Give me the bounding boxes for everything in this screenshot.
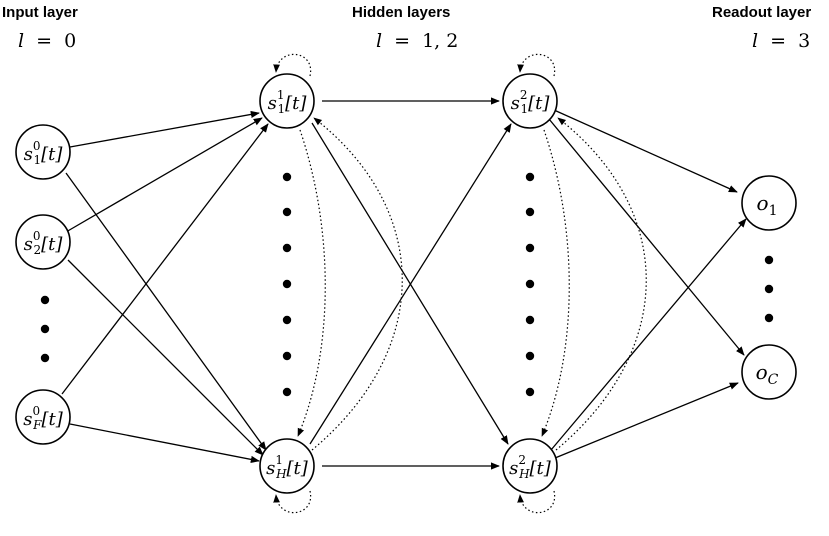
hidden-layers-title: Hidden layers bbox=[352, 4, 450, 21]
readout-layer-index: l = 3 bbox=[752, 30, 810, 52]
readout-layer-title: Readout layer bbox=[712, 4, 811, 21]
input-layer-title: Input layer bbox=[2, 4, 78, 21]
edge-h2_H-oC bbox=[554, 382, 739, 459]
svg-text:s01[t]: s01[t] bbox=[24, 139, 64, 167]
edge-in2-h1_H bbox=[67, 259, 264, 456]
hidden-layers-index: l = 1, 2 bbox=[376, 30, 458, 52]
svg-text:s02[t]: s02[t] bbox=[24, 229, 64, 257]
svg-text:o1: o1 bbox=[757, 191, 778, 219]
self-loop-h1_H bbox=[273, 490, 312, 514]
recurrent-connections bbox=[273, 53, 647, 514]
self-loop-h2_1 bbox=[517, 53, 556, 77]
self-loop-h2_H bbox=[517, 490, 556, 514]
self-loop-h1_1 bbox=[273, 53, 312, 77]
feedforward-connections bbox=[61, 97, 747, 470]
ellipsis-hidden-1 bbox=[282, 172, 292, 397]
edge-h2_1-oC bbox=[548, 118, 745, 356]
edge-in2-h1_1 bbox=[65, 117, 263, 233]
rec-h1_H-to-h1_1 bbox=[311, 117, 403, 451]
rec-h2_H-to-h2_1 bbox=[555, 117, 647, 451]
svg-text:s11[t]: s11[t] bbox=[268, 88, 308, 116]
edge-in1-h1_H bbox=[65, 172, 267, 451]
ellipsis-hidden-2 bbox=[525, 172, 535, 397]
edge-h2_H-o1 bbox=[550, 218, 747, 451]
edge-h1_1-h2_H bbox=[311, 122, 509, 445]
svg-text:oC: oC bbox=[756, 360, 779, 388]
svg-text:s2H[t]: s2H[t] bbox=[509, 453, 552, 481]
edge-in1-h1_1 bbox=[69, 110, 260, 148]
readout-neuron-1: o1 bbox=[741, 175, 797, 231]
readout-neuron-C: oC bbox=[741, 344, 797, 400]
edge-h2_1-o1 bbox=[553, 109, 738, 193]
edge-h1_H-h2_1 bbox=[309, 123, 512, 445]
rec-h2_1-to-h2_H bbox=[541, 129, 570, 437]
ellipsis-input bbox=[40, 295, 50, 363]
edge-inF-h1_1 bbox=[61, 123, 269, 395]
rec-h1_1-to-h1_H bbox=[297, 129, 326, 437]
ellipsis-readout bbox=[764, 255, 774, 323]
svg-text:s0F[t]: s0F[t] bbox=[23, 404, 63, 432]
edge-inF-h1_H bbox=[69, 423, 260, 463]
svg-text:s1H[t]: s1H[t] bbox=[266, 453, 309, 481]
svg-text:s21[t]: s21[t] bbox=[511, 88, 551, 116]
input-layer-index: l = 0 bbox=[18, 30, 76, 52]
